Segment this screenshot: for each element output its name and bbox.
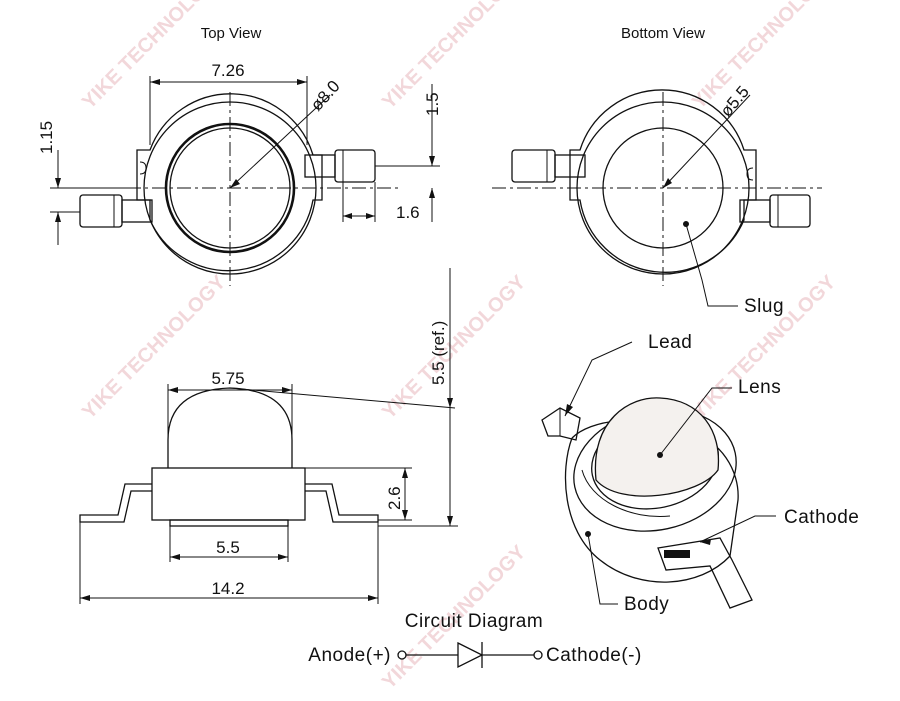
dim-top-1-6: 1.6 bbox=[396, 203, 420, 222]
label-lead: Lead bbox=[648, 332, 692, 353]
bottom-view-title: Bottom View bbox=[621, 25, 705, 42]
dim-side-ref: 5.5 (ref.) bbox=[429, 321, 448, 385]
dim-top-width: 7.26 bbox=[211, 61, 244, 80]
iso-cathode-lead bbox=[657, 537, 753, 609]
side-view: 5.75 5.5 14.2 2.6 5.5 (ref.) bbox=[79, 268, 458, 604]
label-body: Body bbox=[624, 594, 669, 615]
label-slug: Slug bbox=[744, 296, 784, 317]
iso-view: Lead Lens Cathode Body bbox=[541, 332, 859, 615]
dim-side-height: 2.6 bbox=[385, 486, 404, 510]
label-cathode: Cathode bbox=[784, 507, 859, 528]
watermark-text: YIKE TECHNOLOGY bbox=[378, 0, 531, 114]
circuit-cathode-label: Cathode(-) bbox=[546, 645, 642, 666]
circuit-diagram: Circuit Diagram Anode(+) Cathode(-) bbox=[308, 611, 642, 669]
watermark-text: YIKE TECHNOLOGY bbox=[378, 271, 531, 424]
watermark-text: YIKE TECHNOLOGY bbox=[688, 0, 841, 114]
dim-top-diameter: ø8.0 bbox=[307, 77, 344, 115]
cathode-terminal bbox=[533, 650, 543, 660]
bottom-view: Bottom View ø5.5 Slug bbox=[492, 25, 822, 317]
top-view: Top View 7.26 ø8.0 bbox=[37, 25, 442, 286]
bottom-view-left-lead bbox=[511, 149, 586, 183]
watermark-text: YIKE TECHNOLOGY bbox=[78, 271, 231, 424]
dim-top-1-15: 1.15 bbox=[37, 121, 56, 154]
dim-side-base: 5.5 bbox=[216, 538, 240, 557]
side-view-body bbox=[151, 467, 306, 521]
iso-cathode-mark bbox=[664, 550, 690, 558]
bottom-view-body bbox=[569, 89, 757, 273]
diode-symbol bbox=[457, 641, 484, 669]
iso-lens bbox=[594, 397, 720, 497]
iso-body bbox=[564, 431, 739, 583]
top-view-body bbox=[136, 93, 323, 272]
dim-side-total: 14.2 bbox=[211, 579, 244, 598]
side-view-right-lead bbox=[305, 483, 379, 523]
side-view-left-lead bbox=[79, 483, 152, 523]
label-lens: Lens bbox=[738, 377, 781, 398]
circuit-title: Circuit Diagram bbox=[405, 611, 543, 632]
watermark-text: YIKE TECHNOLOGY bbox=[688, 271, 841, 424]
dim-side-dome: 5.75 bbox=[211, 369, 244, 388]
top-view-title: Top View bbox=[201, 25, 262, 42]
side-view-dome bbox=[167, 387, 293, 468]
top-view-left-lead bbox=[79, 194, 153, 228]
dim-top-1-5: 1.5 bbox=[423, 92, 442, 116]
circuit-anode-label: Anode(+) bbox=[308, 645, 391, 666]
